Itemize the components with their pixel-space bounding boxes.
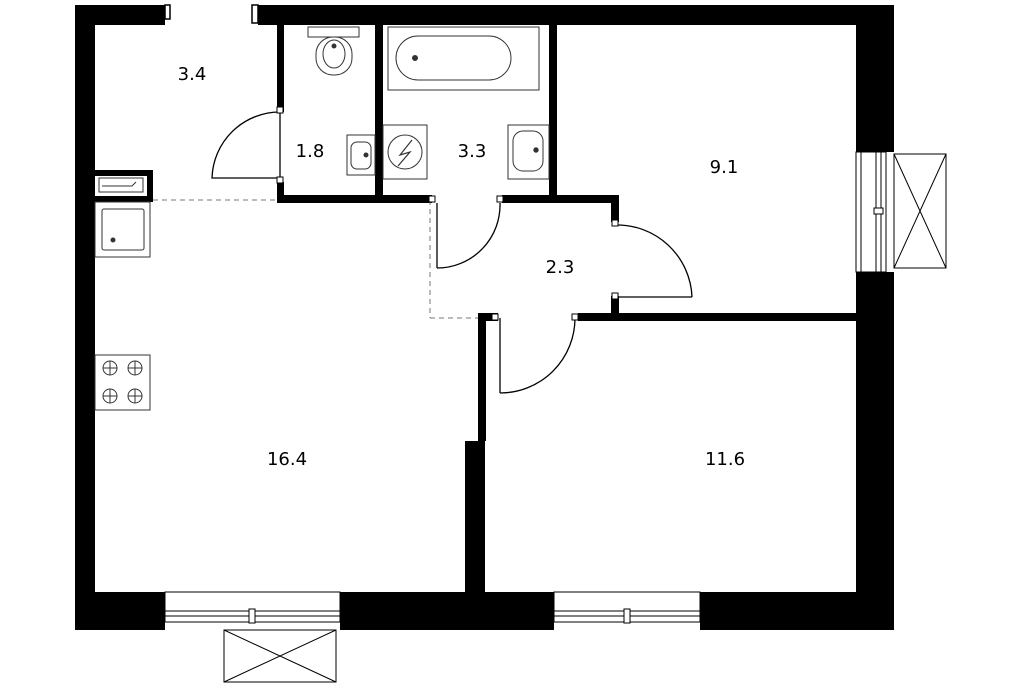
toilet-flush bbox=[331, 43, 337, 49]
doors bbox=[211, 111, 693, 394]
wall-toilet-bath bbox=[375, 25, 383, 200]
toilet-sink-basin bbox=[350, 141, 372, 170]
wall-kitchen-bedroom-cap bbox=[478, 313, 498, 321]
wall-kitchen-bedroom bbox=[465, 441, 485, 592]
bathroom-door-arc bbox=[436, 202, 501, 269]
toilet-door-arc bbox=[211, 111, 281, 179]
wall-corridor-stub-low bbox=[611, 296, 619, 318]
niche-shelf bbox=[98, 177, 144, 193]
door-jamb bbox=[491, 313, 499, 321]
balconies bbox=[223, 153, 947, 683]
toilet-sink-drain bbox=[363, 152, 369, 158]
room-area-hallway-entry: 3.4 bbox=[178, 64, 207, 85]
bedroom-bottom-door-arc bbox=[499, 317, 576, 394]
room-labels: 3.4 1.8 3.3 9.1 2.3 16.4 11.6 bbox=[178, 64, 745, 470]
fixtures bbox=[94, 26, 550, 411]
bathtub bbox=[387, 26, 540, 91]
room-area-kitchen-living: 16.4 bbox=[267, 449, 307, 470]
room-area-bathroom: 3.3 bbox=[458, 141, 487, 162]
kitchen-sink bbox=[94, 201, 151, 258]
wall-bedrooms-divider bbox=[578, 313, 856, 321]
door-jamb bbox=[571, 313, 579, 321]
room-area-bedroom-bottom: 11.6 bbox=[705, 449, 745, 470]
toilet-fixture bbox=[307, 26, 360, 76]
wall-left bbox=[75, 5, 95, 630]
wall-bottom-mid bbox=[340, 592, 554, 630]
wall-bath-right bbox=[549, 25, 557, 200]
zone-lines bbox=[153, 199, 478, 319]
room-area-corridor: 2.3 bbox=[546, 257, 575, 278]
balcony-bottom bbox=[223, 629, 337, 683]
window-right-mullion bbox=[873, 207, 884, 215]
door-jamb bbox=[496, 195, 504, 203]
wall-right-upper bbox=[856, 5, 894, 152]
bedroom-top-door-arc bbox=[614, 224, 693, 298]
wall-toilet-left-low bbox=[277, 182, 284, 200]
washing-machine-drum bbox=[387, 134, 423, 170]
windows bbox=[164, 151, 887, 624]
door-jambs bbox=[276, 106, 619, 321]
balcony-right bbox=[893, 153, 947, 269]
toilet-seat bbox=[322, 39, 346, 69]
stove-burner-cross bbox=[103, 361, 142, 403]
room-area-toilet: 1.8 bbox=[296, 141, 325, 162]
washing-machine-bolt-icon bbox=[397, 139, 413, 167]
entry-door-jamb-right bbox=[251, 4, 259, 24]
wall-top-left bbox=[75, 5, 165, 25]
door-jamb bbox=[611, 292, 619, 300]
bathtub-inner bbox=[395, 35, 512, 81]
window-bottom-right-mullion bbox=[623, 608, 631, 624]
entry-door bbox=[164, 4, 259, 24]
niche-shelf-detail bbox=[102, 181, 137, 187]
entry-door-jamb-left bbox=[164, 4, 171, 20]
kitchen-sink-basin bbox=[101, 208, 145, 251]
bathroom-sink-basin bbox=[512, 130, 544, 172]
wall-right-lower bbox=[856, 272, 894, 630]
wall-kitchen-bedroom-thin bbox=[478, 313, 486, 441]
interior-walls bbox=[95, 25, 856, 592]
balcony-right-cross bbox=[893, 153, 947, 269]
wall-niche-right bbox=[147, 170, 153, 202]
wall-corridor-top bbox=[502, 195, 619, 203]
wall-niche-bottom bbox=[95, 196, 153, 202]
wall-wet-bottom bbox=[277, 195, 432, 203]
outer-walls bbox=[75, 5, 894, 630]
stove bbox=[94, 354, 151, 411]
door-jamb bbox=[276, 106, 284, 114]
wall-corridor-stub bbox=[611, 195, 619, 222]
wall-top-right bbox=[258, 5, 894, 25]
stove-body bbox=[94, 354, 151, 411]
wall-niche bbox=[95, 170, 153, 176]
wall-bottom-right bbox=[700, 592, 894, 630]
balcony-bottom-cross bbox=[223, 629, 337, 683]
bathroom-sink-drain bbox=[533, 147, 539, 153]
toilet-sink bbox=[346, 134, 376, 176]
room-area-bedroom-top: 9.1 bbox=[710, 157, 739, 178]
kitchen-sink-drain bbox=[110, 237, 116, 243]
window-bottom-left-mullion bbox=[248, 608, 256, 624]
bathtub-drain bbox=[412, 55, 418, 61]
door-jamb bbox=[428, 195, 436, 203]
wall-bottom-left bbox=[75, 592, 165, 630]
washing-machine bbox=[382, 124, 428, 180]
wall-toilet-left bbox=[277, 25, 284, 112]
door-jamb bbox=[611, 219, 619, 227]
toilet-tank bbox=[307, 26, 360, 38]
bathroom-sink bbox=[507, 124, 550, 180]
door-jamb bbox=[276, 176, 284, 184]
